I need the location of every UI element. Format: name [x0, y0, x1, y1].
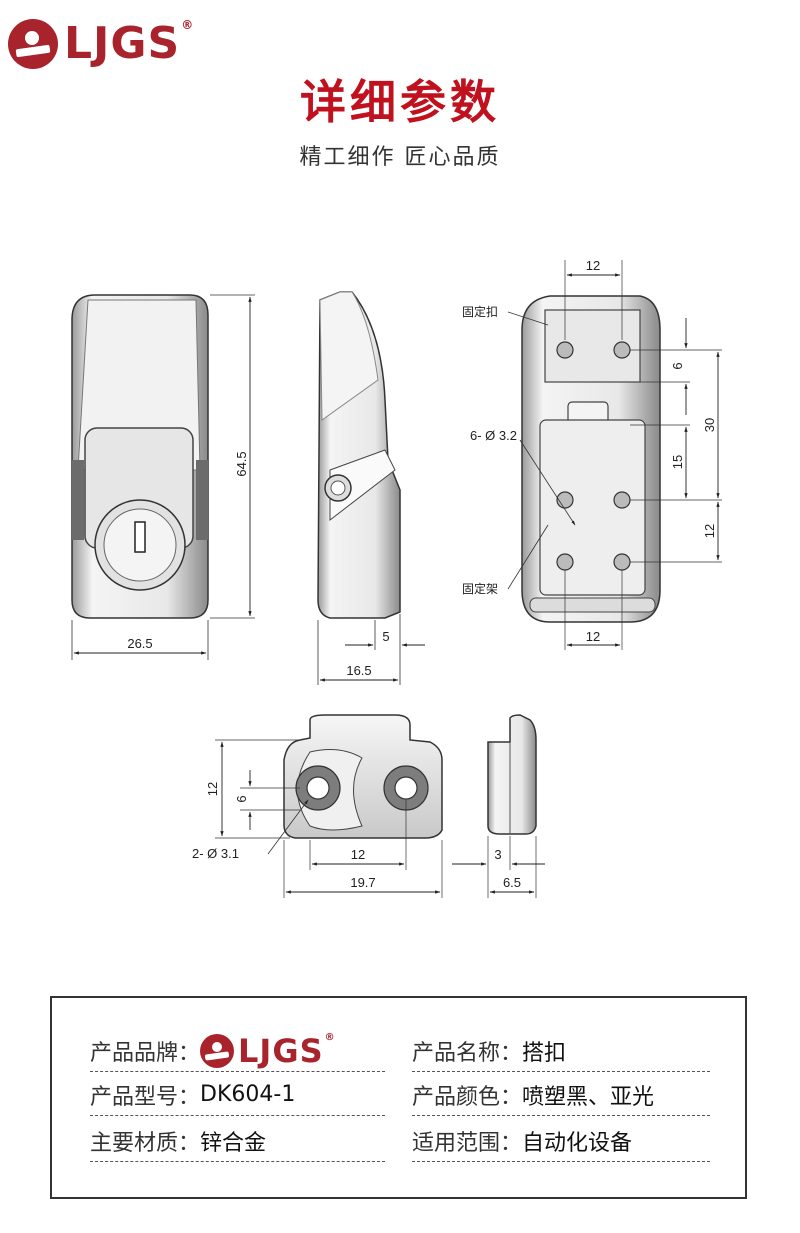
- dim-keeper-width: 19.7: [350, 875, 375, 890]
- dim-back-30: 30: [702, 418, 717, 432]
- spec-brand-name: LJGS®: [238, 1031, 336, 1070]
- brand-logo: LJGS®: [8, 18, 195, 69]
- dim-keeper-side-top: 3: [494, 847, 501, 862]
- dim-keeper-hole-offset: 6: [234, 795, 249, 802]
- label-fixed-buckle: 固定扣: [462, 304, 498, 319]
- spec-color-row: 产品颜色： 喷塑黑、亚光: [412, 1074, 710, 1116]
- dim-front-width: 26.5: [127, 636, 152, 651]
- brand-emblem-icon: [8, 18, 58, 69]
- spec-material-label: 主要材质：: [90, 1130, 201, 1156]
- label-fixed-frame: 固定架: [462, 581, 498, 596]
- spec-name-label: 产品名称：: [412, 1040, 523, 1066]
- back-view: 12 12 6 30 15 12 固定扣 6- Ø 3.2 固定架: [462, 258, 722, 650]
- dim-keeper-height: 12: [205, 782, 220, 796]
- spec-scope-value: 自动化设备: [522, 1130, 633, 1156]
- spec-model-value: DK604-1: [200, 1082, 296, 1107]
- dim-back-bottom-width: 12: [586, 629, 600, 644]
- dim-front-height: 64.5: [234, 451, 249, 476]
- spec-brand-row: 产品品牌： LJGS®: [90, 1030, 385, 1072]
- dim-back-top-width: 12: [586, 258, 600, 273]
- dim-back-15: 15: [670, 455, 685, 469]
- spec-brand-label: 产品品牌：: [90, 1040, 201, 1066]
- spec-model-row: 产品型号： DK604-1: [90, 1074, 385, 1116]
- dim-side-base: 5: [382, 629, 389, 644]
- keeper-side-view: 3 6.5: [452, 714, 545, 898]
- dim-back-6: 6: [670, 362, 685, 369]
- spec-material-value: 锌合金: [200, 1130, 267, 1156]
- dim-keeper-side-width: 6.5: [503, 875, 521, 890]
- front-view: 64.5 26.5: [71, 294, 255, 660]
- dim-keeper-hole-spacing: 12: [351, 847, 365, 862]
- technical-drawing: 64.5 26.5 5 16.5 12: [71, 258, 722, 898]
- page-title: 详细参数: [300, 75, 500, 129]
- brand-emblem-icon: [200, 1033, 235, 1068]
- dim-back-12: 12: [702, 524, 717, 538]
- label-hole-spec: 6- Ø 3.2: [470, 428, 517, 443]
- brand-name: LJGS®: [64, 18, 195, 69]
- spec-scope-label: 适用范围：: [412, 1130, 523, 1156]
- dim-side-width: 16.5: [346, 663, 371, 678]
- spec-name-value: 搭扣: [522, 1040, 567, 1066]
- page-subtitle: 精工细作 匠心品质: [299, 145, 501, 170]
- spec-material-row: 主要材质： 锌合金: [90, 1120, 385, 1162]
- spec-brand-logo: LJGS®: [200, 1031, 336, 1070]
- keeper-front-view: 12 6 2- Ø 3.1 12 19.7: [192, 714, 443, 898]
- label-keeper-hole: 2- Ø 3.1: [192, 846, 239, 861]
- spec-name-row: 产品名称： 搭扣: [412, 1030, 710, 1072]
- spec-color-label: 产品颜色：: [412, 1084, 523, 1110]
- spec-scope-row: 适用范围： 自动化设备: [412, 1120, 710, 1162]
- spec-model-label: 产品型号：: [90, 1084, 201, 1110]
- spec-table: 产品品牌： LJGS® 产品名称： 搭扣 产品型号： DK604-1 产品颜色：…: [50, 996, 747, 1199]
- side-view: 5 16.5: [317, 291, 425, 685]
- spec-color-value: 喷塑黑、亚光: [522, 1084, 655, 1110]
